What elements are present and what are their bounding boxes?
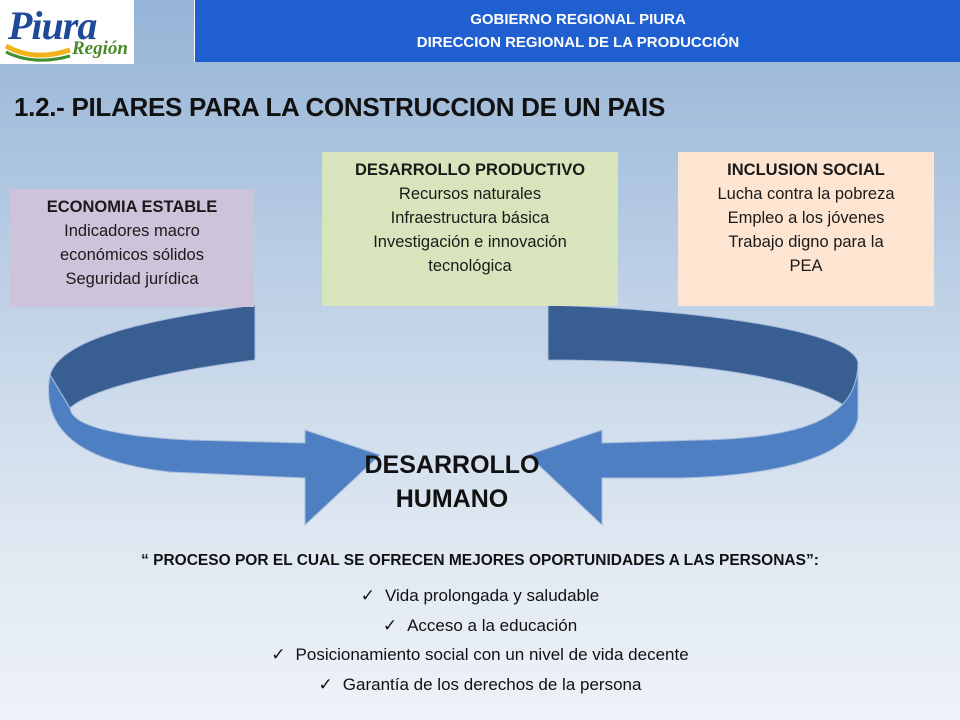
pillar-inclusion-title: INCLUSION SOCIAL	[727, 161, 885, 179]
pillar-productivo-title: DESARROLLO PRODUCTIVO	[354, 161, 586, 179]
pillar-productivo-line: Recursos naturales	[398, 185, 542, 203]
pillar-economia-estable: ECONOMIA ESTABLE Indicadores macro econó…	[10, 189, 254, 307]
checklist-item-text: Vida prolongada y saludable	[385, 586, 600, 605]
header-line-2: DIRECCION REGIONAL DE LA PRODUCCIÓN	[416, 34, 740, 51]
slide-title: 1.2.- PILARES PARA LA CONSTRUCCION DE UN…	[14, 92, 665, 122]
center-line-2: HUMANO	[395, 485, 509, 513]
checklist-item: ✓ Posicionamiento social con un nivel de …	[0, 640, 960, 670]
logo-sub-text: Región	[72, 38, 128, 59]
checklist-item-text: Acceso a la educación	[407, 615, 578, 635]
logo-swoosh-icon	[4, 43, 71, 62]
checklist-item: ✓ Garantía de los derechos de la persona	[0, 670, 960, 700]
checkmark-icon: ✓	[360, 586, 375, 605]
pillar-economia-title: ECONOMIA ESTABLE	[46, 198, 218, 216]
pillar-economia-line: Indicadores macro	[64, 222, 200, 240]
left-arrow-back-band	[49, 304, 256, 409]
header-bar: GOBIERNO REGIONAL PIURA DIRECCION REGION…	[194, 0, 960, 62]
pillar-inclusion-line: Lucha contra la pobreza	[717, 185, 895, 203]
checklist-item: ✓ Acceso a la educación	[0, 611, 960, 641]
checkmark-icon: ✓	[318, 674, 333, 694]
left-arrow-front-band	[48, 373, 381, 527]
checklist-item-text: Posicionamiento social con un nivel de v…	[295, 645, 689, 664]
center-line-1: DESARROLLO	[364, 451, 540, 479]
pillar-productivo-line: tecnológica	[428, 257, 512, 275]
pillar-productivo-line: Investigación e innovación	[373, 233, 567, 251]
pillar-inclusion-line: Empleo a los jóvenes	[727, 209, 885, 227]
benefits-checklist: ✓ Vida prolongada y saludable ✓ Acceso a l…	[0, 581, 960, 699]
checklist-item-text: Garantía de los derechos de la persona	[342, 674, 642, 694]
piura-region-logo: Piura Región	[0, 0, 134, 64]
process-quote: “ PROCESO POR EL CUAL SE OFRECEN MEJORES…	[141, 552, 819, 569]
pillar-desarrollo-productivo: DESARROLLO PRODUCTIVO Recursos naturales…	[322, 152, 618, 306]
checkmark-icon: ✓	[382, 615, 398, 635]
pillar-economia-line: Seguridad jurídica	[65, 270, 199, 288]
logo-main-text: Piura	[8, 3, 97, 48]
pillar-economia-line: económicos sólidos	[60, 246, 204, 264]
left-curved-arrow	[48, 304, 381, 527]
checklist-item: ✓ Vida prolongada y saludable	[0, 581, 960, 611]
pillar-inclusion-line: Trabajo digno para la	[728, 233, 884, 251]
pillar-inclusion-social: INCLUSION SOCIAL Lucha contra la pobreza…	[678, 152, 934, 306]
checkmark-icon: ✓	[271, 645, 286, 664]
desarrollo-humano-label: DESARROLLO HUMANO	[352, 448, 552, 516]
right-arrow-back-band	[547, 304, 859, 420]
pillar-inclusion-line: PEA	[789, 257, 823, 275]
right-curved-arrow	[527, 304, 859, 527]
right-arrow-front-band	[527, 361, 859, 527]
header-line-1: GOBIERNO REGIONAL PIURA	[470, 11, 686, 28]
pillar-productivo-line: Infraestructura básica	[390, 209, 550, 227]
